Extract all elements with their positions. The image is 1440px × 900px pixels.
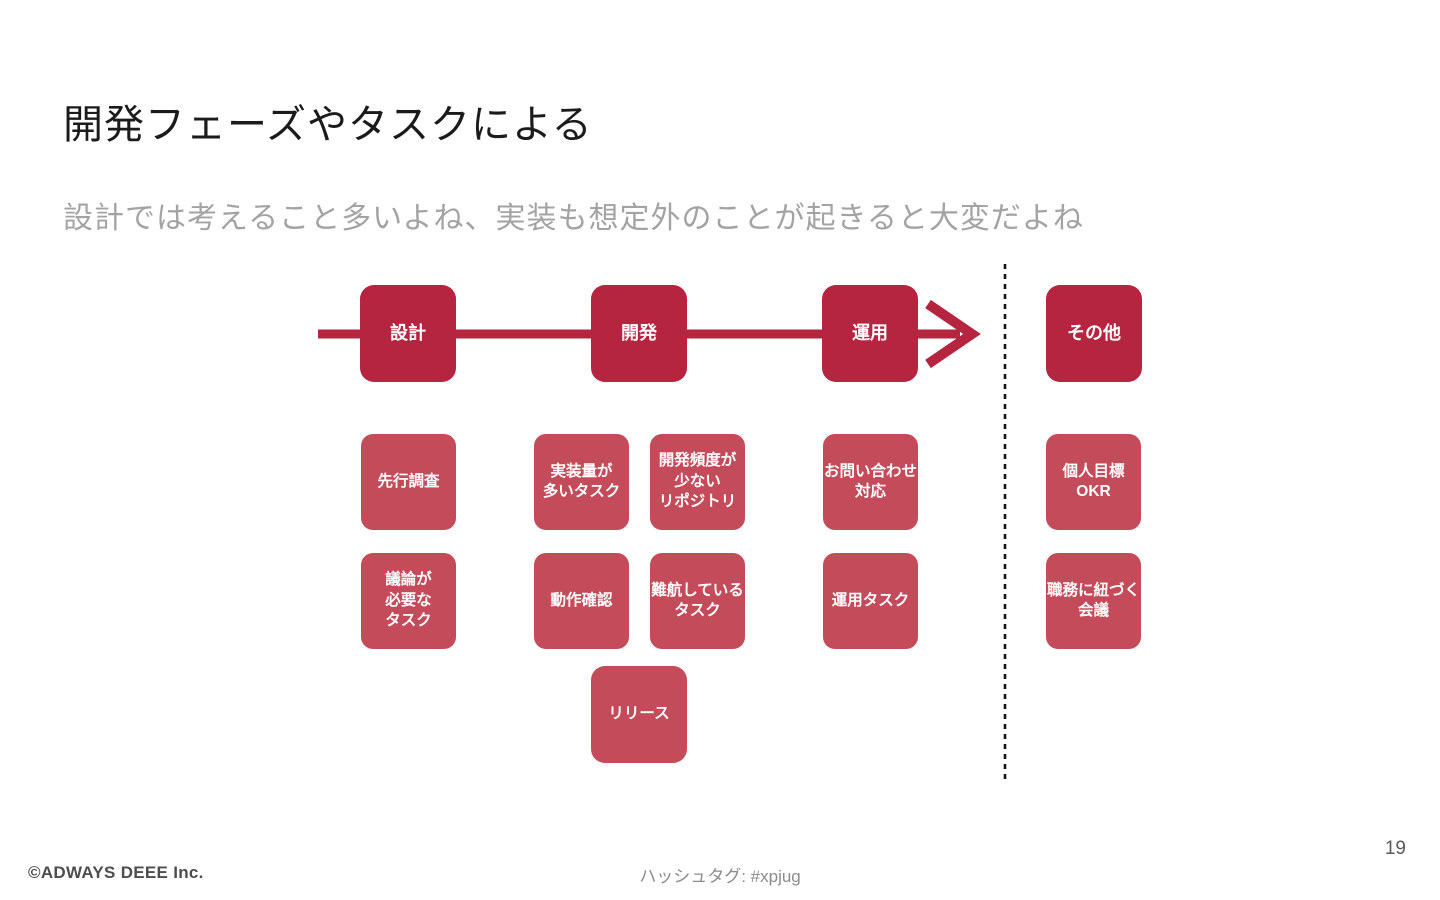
dashed-divider	[1003, 264, 1007, 780]
task-box-duty-meetings: 職務に紐づく 会議	[1046, 553, 1141, 649]
page-title: 開発フェーズやタスクによる	[63, 103, 593, 147]
page-number: 19	[1384, 838, 1406, 859]
phase-box-other: その他	[1046, 285, 1142, 382]
task-label: 実装量が 多いタスク	[542, 462, 621, 500]
task-box-low-frequency-repo: 開発頻度が 少ない リポジトリ	[650, 434, 745, 530]
phase-box-development: 開発	[591, 285, 687, 382]
task-box-large-implementation: 実装量が 多いタスク	[534, 434, 629, 530]
task-label: 個人目標 OKR	[1062, 462, 1125, 500]
task-box-operation-tasks: 運用タスク	[823, 553, 918, 649]
task-box-discussion-needed: 議論が 必要な タスク	[361, 553, 456, 649]
task-box-operation-check: 動作確認	[534, 553, 629, 649]
task-box-personal-okr: 個人目標 OKR	[1046, 434, 1141, 530]
task-label: リリース	[608, 705, 670, 723]
task-box-preliminary-research: 先行調査	[361, 434, 456, 530]
phase-label-operation: 運用	[852, 322, 888, 343]
task-label: 先行調査	[377, 472, 440, 490]
task-label: 開発頻度が 少ない リポジトリ	[658, 452, 737, 511]
phase-label-design: 設計	[390, 322, 426, 343]
task-label: 運用タスク	[831, 591, 910, 609]
task-label: お問い合わせ 対応	[823, 462, 917, 500]
footer-hashtag: ハッシュタグ: #xpjug	[639, 867, 801, 886]
phase-box-design: 設計	[360, 285, 456, 382]
task-label: 職務に紐づく 会議	[1046, 581, 1140, 619]
phase-label-development: 開発	[621, 322, 657, 343]
task-label: 議論が 必要な タスク	[385, 571, 432, 630]
task-box-release: リリース	[591, 666, 687, 763]
phase-label-other: その他	[1067, 322, 1121, 343]
task-box-inquiry-response: お問い合わせ 対応	[823, 434, 918, 530]
task-box-struggling-task: 難航している タスク	[650, 553, 745, 649]
phase-box-operation: 運用	[822, 285, 918, 382]
footer-copyright: ©ADWAYS DEEE Inc.	[28, 863, 204, 882]
task-label: 難航している タスク	[651, 581, 744, 619]
slide-subtitle: 設計では考えること多いよね、実装も想定外のことが起きると大変だよね	[63, 202, 1084, 235]
task-label: 動作確認	[550, 591, 613, 609]
